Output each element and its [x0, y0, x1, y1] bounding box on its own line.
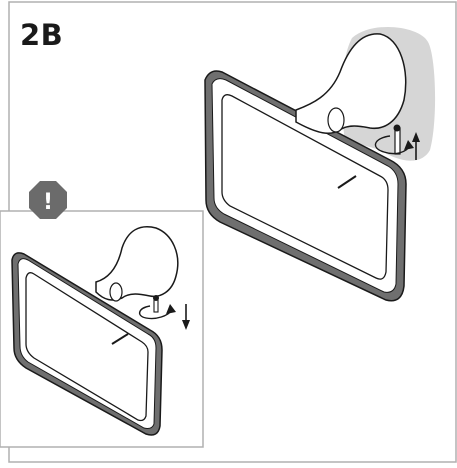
warning-symbol: ! — [43, 190, 53, 215]
rod — [337, 175, 357, 189]
inset-mounting-arm-base — [109, 282, 123, 302]
towel-ring-opening — [221, 94, 389, 280]
step-label: 2B — [20, 18, 64, 52]
inset-rotate-arrow-head — [166, 304, 176, 314]
up-arrow-head — [412, 132, 420, 142]
inset-rotate-arrow-icon — [139, 305, 173, 320]
inset-towel-ring-opening — [25, 272, 149, 422]
screw — [394, 127, 401, 155]
warning-octagon-icon: ! — [29, 181, 67, 219]
down-arrow-head — [182, 320, 190, 330]
rotate-arrow-icon — [374, 135, 411, 155]
main-illustration — [204, 26, 436, 302]
mounting-arm-base — [327, 107, 345, 133]
inset-rod — [111, 333, 129, 345]
mounting-arm — [295, 33, 407, 135]
inset-mounting-arm — [95, 226, 179, 301]
rotate-arrow-head — [404, 140, 414, 150]
warning-inset: ! — [0, 181, 204, 448]
inset-screw-head — [153, 295, 159, 301]
screw-head — [393, 124, 401, 132]
